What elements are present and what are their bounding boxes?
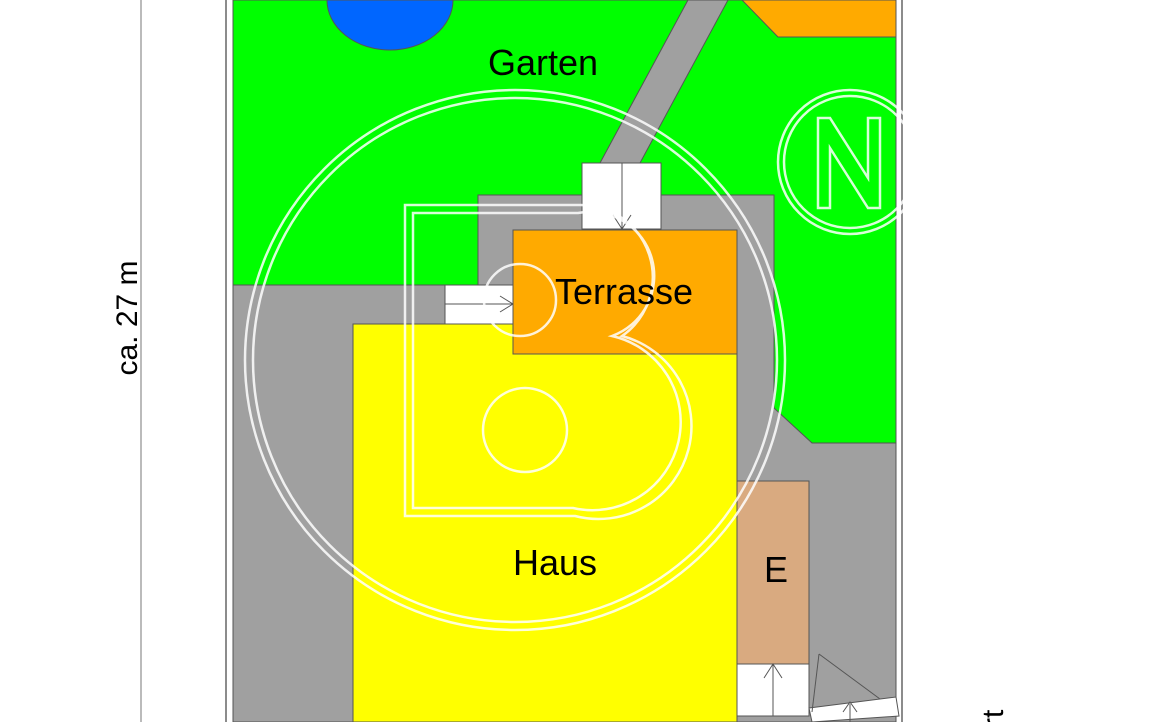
e-room	[736, 480, 810, 665]
steps-left	[444, 284, 514, 325]
terrace-label: Terrasse	[555, 271, 693, 312]
watermark-logo-icon	[243, 88, 787, 632]
house	[352, 323, 738, 722]
top-right-structure	[741, 0, 897, 38]
partial-label-right: rt	[977, 709, 1010, 722]
north-marker-icon	[776, 88, 924, 236]
dimension-label: ca. 27 m	[111, 260, 144, 375]
garden-area	[232, 0, 897, 444]
gate-bottom-right	[808, 653, 900, 722]
garden-label: Garten	[488, 42, 598, 83]
steps-bottom	[736, 663, 810, 717]
e-room-label: E	[764, 549, 788, 590]
pond	[326, 0, 454, 51]
house-label: Haus	[513, 542, 597, 583]
